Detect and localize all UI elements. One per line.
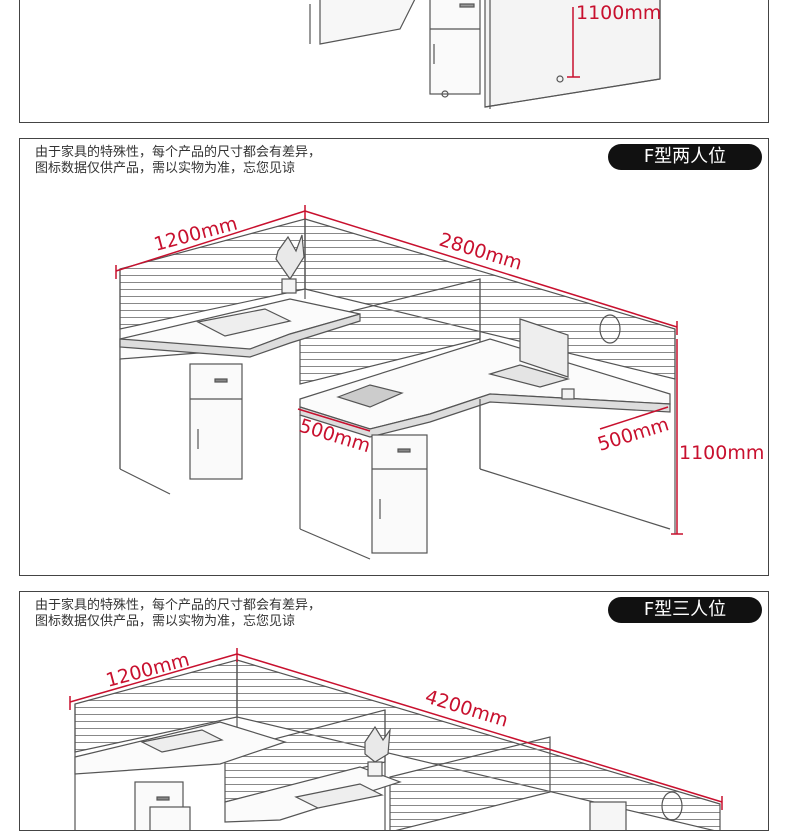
disclaimer-line-2: 图标数据仅供产品，需以实物为准，忘您见谅 (35, 161, 296, 176)
disclaimer-line-1: 由于家具的特殊性，每个产品的尺寸都会有差异， (35, 598, 322, 613)
product-panel-f-three-seat: 由于家具的特殊性，每个产品的尺寸都会有差异， 图标数据仅供产品，需以实物为准，忘… (19, 591, 769, 831)
disclaimer-note: 由于家具的特殊性，每个产品的尺寸都会有差异， 图标数据仅供产品，需以实物为准，忘… (35, 145, 321, 177)
disclaimer-note: 由于家具的特殊性，每个产品的尺寸都会有差异， 图标数据仅供产品，需以实物为准，忘… (35, 598, 321, 630)
dimension-depth-right: 500mm (595, 413, 672, 455)
product-panel-f-two-seat: 由于家具的特殊性，每个产品的尺寸都会有差异， 图标数据仅供产品，需以实物为准，忘… (19, 138, 769, 576)
dimension-height: 1100mm (576, 2, 661, 24)
model-badge: F型三人位 (608, 597, 762, 623)
workstation-illustration-top: 1100mm (309, 0, 661, 109)
disclaimer-line-2: 图标数据仅供产品，需以实物为准，忘您见谅 (35, 614, 296, 629)
model-badge: F型两人位 (608, 144, 762, 170)
product-panel-top: 1100mm (19, 0, 769, 123)
disclaimer-line-1: 由于家具的特殊性，每个产品的尺寸都会有差异， (35, 145, 322, 160)
workstation-illustration-two-seat: 1200mm 2800mm 500mm 500mm 1100mm (115, 205, 764, 560)
workstation-illustration-three-seat: 1200mm 4200mm (69, 648, 723, 830)
dimension-height: 1100mm (679, 442, 764, 464)
